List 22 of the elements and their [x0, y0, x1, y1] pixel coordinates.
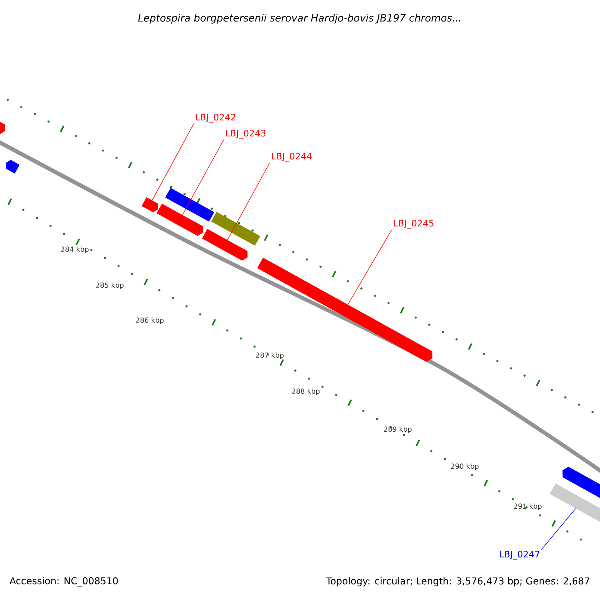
leader-line: [348, 230, 392, 305]
title: Leptospira borgpetersenii serovar Hardjo-bovis JB197 chromos...: [138, 14, 461, 24]
leader-line: [541, 508, 576, 550]
gene-bar: [257, 258, 433, 362]
gene-bar: [0, 120, 6, 134]
gene-label: LBJ_0242: [196, 114, 236, 123]
gene-label: LBJ_0247: [500, 551, 540, 560]
gene-bar: [202, 229, 248, 261]
accession-text: Accession: NC_008510: [10, 577, 118, 587]
gene-bar: [165, 188, 215, 222]
gene-bar: [211, 212, 261, 246]
gene-label: LBJ_0244: [272, 153, 312, 162]
leader-line: [182, 140, 224, 216]
gene-label: LBJ_0243: [226, 130, 266, 139]
gene-bar: [142, 197, 158, 213]
gene-bar: [156, 204, 204, 236]
summary-text: Topology: circular; Length: 3,576,473 bp; Genes: 2,687: [326, 577, 590, 587]
gene-label: LBJ_0245: [394, 220, 434, 229]
gene-bar: [6, 160, 20, 174]
leader-line: [152, 124, 194, 201]
leader-line: [227, 162, 270, 240]
gene-bar: [550, 484, 600, 524]
